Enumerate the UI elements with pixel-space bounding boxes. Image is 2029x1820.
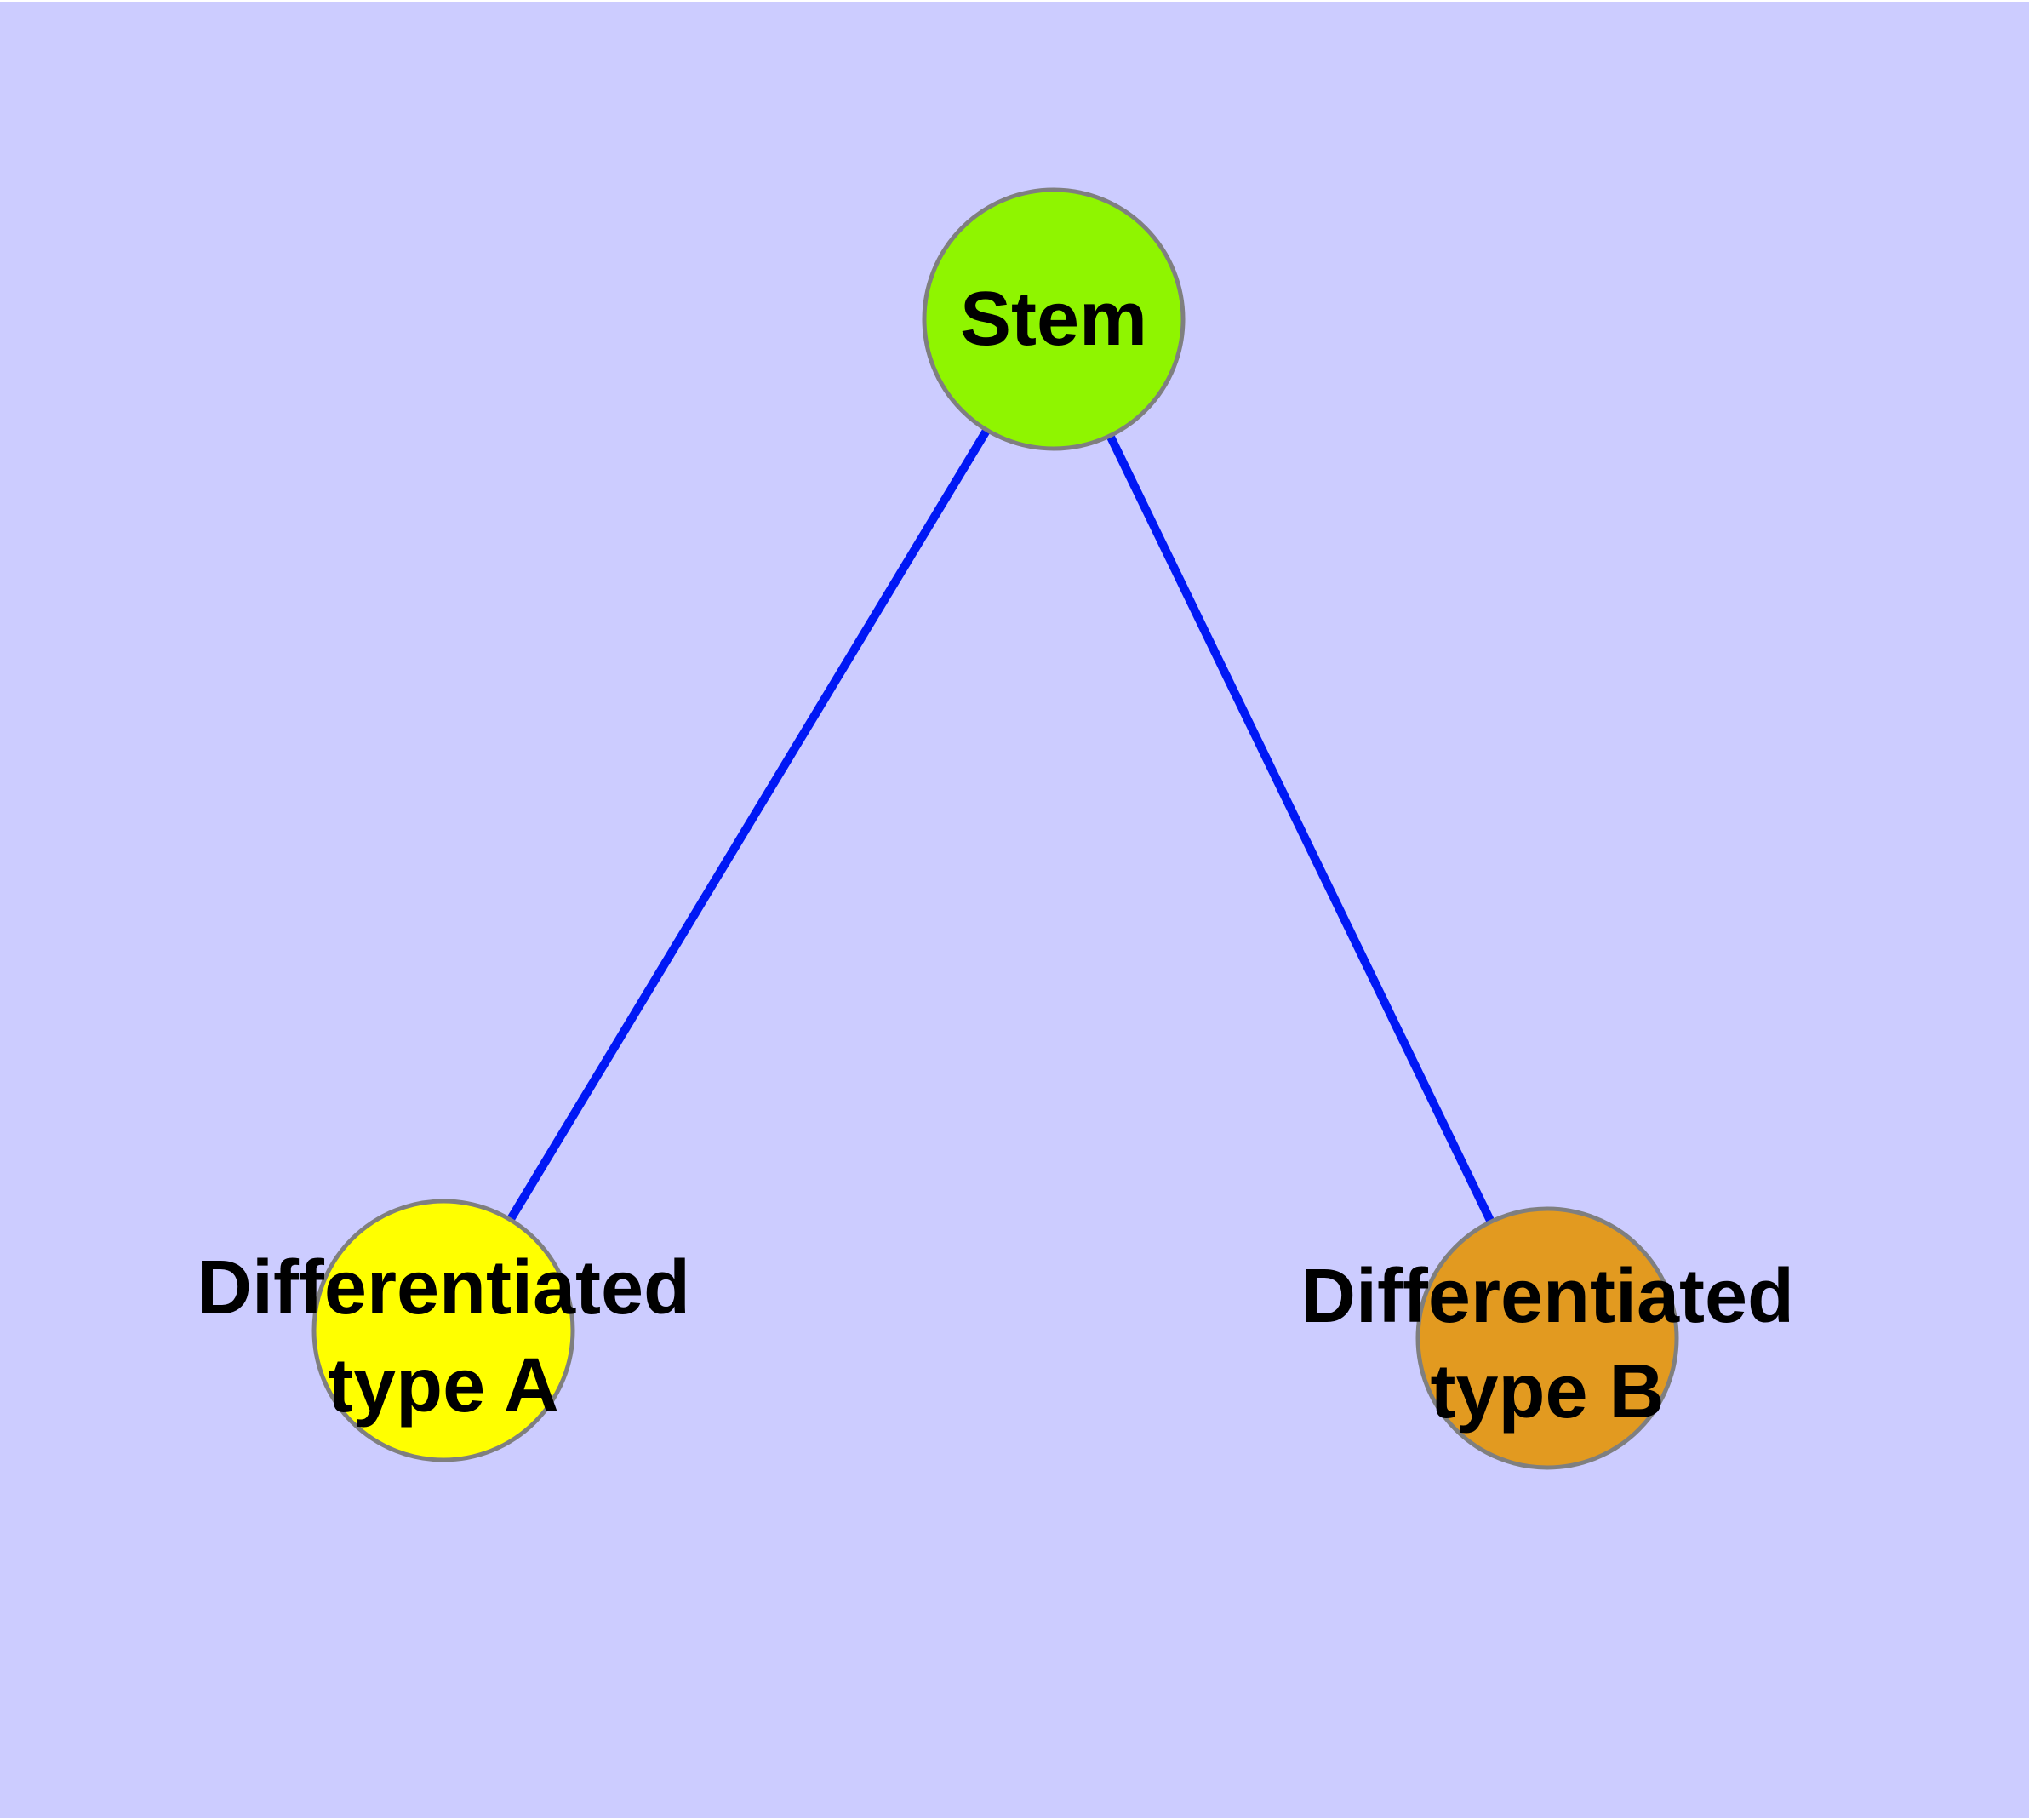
node-type-a-label-line1: Differentiated: [197, 1245, 690, 1331]
node-type-b-circle: [1415, 1206, 1679, 1470]
edge-stem-to-type-a: [439, 317, 1058, 1333]
node-type-a-label-line2: type A: [328, 1343, 559, 1428]
node-stem-label: Stem: [960, 277, 1147, 362]
node-type-b-label-line1: Differentiated: [1300, 1254, 1794, 1339]
node-stem-circle: [922, 187, 1186, 451]
node-type-b-label-line2: type B: [1430, 1349, 1664, 1434]
node-type-a-circle: [311, 1199, 575, 1462]
edge-stem-to-type-b: [1049, 317, 1552, 1341]
